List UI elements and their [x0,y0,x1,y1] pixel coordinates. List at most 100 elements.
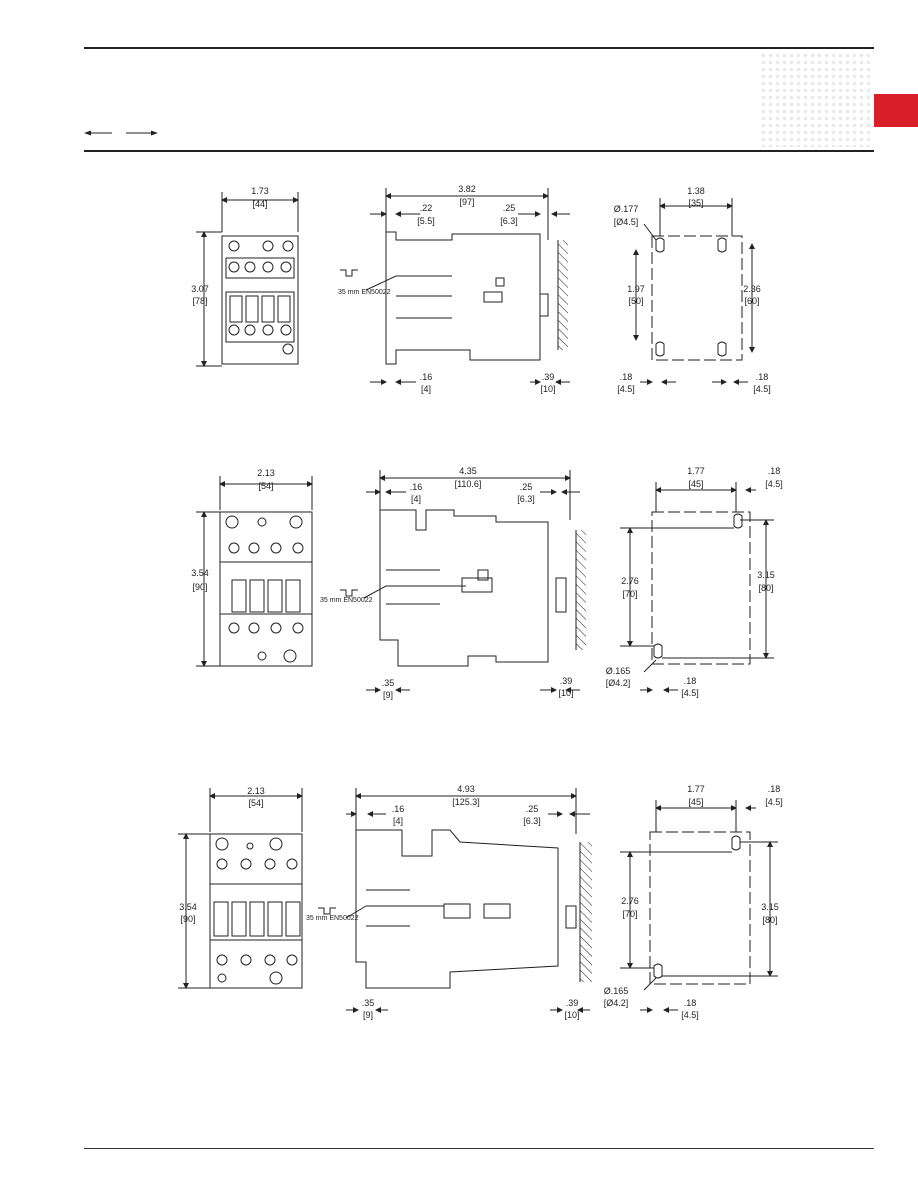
row2-terminal-screws [225,515,304,663]
r2-hole-dia: Ø.165 [606,666,631,676]
r3-side-d: .39 [566,998,579,1008]
r1-rail-label: 35 mm EN50022 [338,289,391,296]
r2-mount-outer-h-mm: [80] [758,583,773,593]
left-right-arrows-icon[interactable] [84,126,164,145]
r2-mount-width: 1.77 [687,466,705,476]
r2-side-width-mm: [110.6] [455,479,482,489]
r3-side-width-mm: [125.3] [452,797,480,807]
r3-rail-label: 35 mm EN50022 [306,915,359,922]
r1-side-a-mm: [5.5] [417,216,435,226]
r3-side-c: .35 [362,998,375,1008]
row3-mounting-view [620,800,778,1013]
r1-side-d-mm: [10] [540,384,555,394]
r1-mount-br: .18 [756,372,769,382]
r1-mount-br-mm: [4.5] [753,384,771,394]
r2-mount-tr-mm: [4.5] [765,479,783,489]
section-tab[interactable] [874,94,918,127]
r1-front-height-mm: [78] [192,296,207,306]
r1-side-c-mm: [4] [421,384,431,394]
r1-hole-dia: Ø.177 [614,204,639,214]
r2-side-c: .35 [382,678,395,688]
r1-side-width-mm: [97] [459,197,474,207]
row2-front-view [196,476,313,667]
r1-hole-dia-mm: [Ø4.5] [614,217,639,227]
r1-front-width-mm: [44] [252,199,267,209]
r1-front-height: 3.07 [191,284,209,294]
r3-front-height-mm: [90] [180,914,195,924]
r1-side-b: .25 [503,203,516,213]
r3-mount-inner-h-mm: [70] [622,909,637,919]
r1-mount-width: 1.38 [687,186,705,196]
header-bottom-rule [84,150,874,152]
r3-mount-bottom-mm: [4.5] [681,1010,699,1020]
r2-side-d-mm: [10] [558,688,573,698]
r3-side-width: 4.93 [457,784,475,794]
r1-side-a: .22 [420,203,433,213]
r2-mount-tr: .18 [768,466,781,476]
r2-front-width: 2.13 [257,468,275,478]
r2-front-height-mm: [90] [192,582,207,592]
r2-hole-dia-mm: [Ø4.2] [606,678,631,688]
r3-mount-bottom: .18 [684,998,697,1008]
row1-side-view [340,188,570,385]
r3-front-height: 3.54 [179,902,197,912]
r2-side-a: .16 [410,482,423,492]
r1-mount-inner-h-mm: [50] [628,296,643,306]
r2-side-d: .39 [560,676,573,686]
r2-mount-width-mm: [45] [688,479,703,489]
r3-mount-outer-h: 3.15 [761,902,779,912]
r2-rail-label: 35 mm EN50022 [320,597,373,604]
r3-mount-tr: .18 [768,784,781,794]
r3-side-c-mm: [9] [363,1010,373,1020]
r1-mount-inner-h: 1.97 [627,284,645,294]
r1-side-width: 3.82 [458,184,476,194]
r2-mount-bottom: .18 [684,676,697,686]
r2-mount-bottom-mm: [4.5] [681,688,699,698]
r3-side-a: .16 [392,804,405,814]
header-dot-pattern [760,52,870,147]
row3-terminal-screws [215,837,298,985]
dimension-labels: 1.73 [44] 3.07 [78] 3.82 [97] .22 [5.5] … [179,184,783,1020]
r1-side-b-mm: [6.3] [500,216,518,226]
r3-front-width-mm: [54] [248,798,263,808]
r1-side-c: .16 [420,372,433,382]
r1-side-d: .39 [542,372,555,382]
r2-side-b: .25 [520,482,533,492]
row3-front-view [178,788,303,989]
r3-side-b: .25 [526,804,539,814]
footer-rule [84,1148,874,1149]
r3-side-b-mm: [6.3] [523,816,541,826]
r3-hole-dia-mm: [Ø4.2] [604,998,629,1008]
r2-side-a-mm: [4] [411,494,421,504]
r3-front-width: 2.13 [247,786,265,796]
r1-mount-outer-h-mm: [60] [744,296,759,306]
r3-hole-dia: Ø.165 [604,986,629,996]
header-top-rule [84,47,874,49]
r2-side-width: 4.35 [459,466,477,476]
r1-mount-width-mm: [35] [688,198,703,208]
r3-mount-outer-h-mm: [80] [762,915,777,925]
r1-mount-outer-h: 2.36 [743,284,761,294]
r2-mount-inner-h: 2.76 [621,576,639,586]
r3-mount-inner-h: 2.76 [621,896,639,906]
r3-mount-tr-mm: [4.5] [765,797,783,807]
r1-mount-bl-mm: [4.5] [617,384,635,394]
row3-side-view [318,788,592,1013]
r3-mount-width-mm: [45] [688,797,703,807]
r2-mount-outer-h: 3.15 [757,570,775,580]
r3-side-a-mm: [4] [393,816,403,826]
row2-side-view [340,470,586,693]
r2-front-width-mm: [54] [258,481,273,491]
r2-front-height: 3.54 [191,568,209,578]
r1-mount-bl: .18 [620,372,633,382]
r3-mount-width: 1.77 [687,784,705,794]
row2-mounting-view [620,482,774,693]
r2-mount-inner-h-mm: [70] [622,589,637,599]
row1-mounting-view [633,198,755,385]
row1-front-view [196,192,299,367]
r3-side-d-mm: [10] [564,1010,579,1020]
r1-front-width: 1.73 [251,186,269,196]
r2-side-b-mm: [6.3] [517,494,535,504]
row1-terminal-screws [228,240,294,355]
